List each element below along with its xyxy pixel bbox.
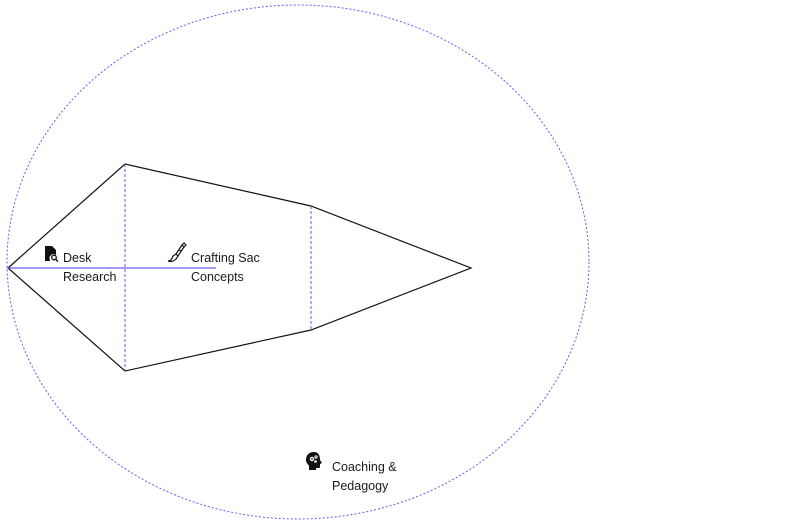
label-desk-line1: Desk bbox=[63, 251, 92, 265]
label-coaching-pedagogy: Coaching & Pedagogy bbox=[332, 458, 397, 496]
label-crafting-sac-concepts: Crafting Sac Concepts bbox=[191, 249, 260, 287]
label-coaching-line2: Pedagogy bbox=[332, 479, 389, 493]
document-search-icon bbox=[45, 246, 59, 262]
brush-pen-icon bbox=[167, 242, 187, 262]
label-desk-research: Desk Research bbox=[63, 249, 117, 287]
label-coaching-line1: Coaching & bbox=[332, 460, 397, 474]
outer-ellipse bbox=[6, 4, 590, 520]
label-crafting-line2: Concepts bbox=[191, 270, 244, 284]
label-desk-line2: Research bbox=[63, 270, 117, 284]
head-gears-icon bbox=[306, 452, 322, 470]
label-crafting-line1: Crafting Sac bbox=[191, 251, 260, 265]
